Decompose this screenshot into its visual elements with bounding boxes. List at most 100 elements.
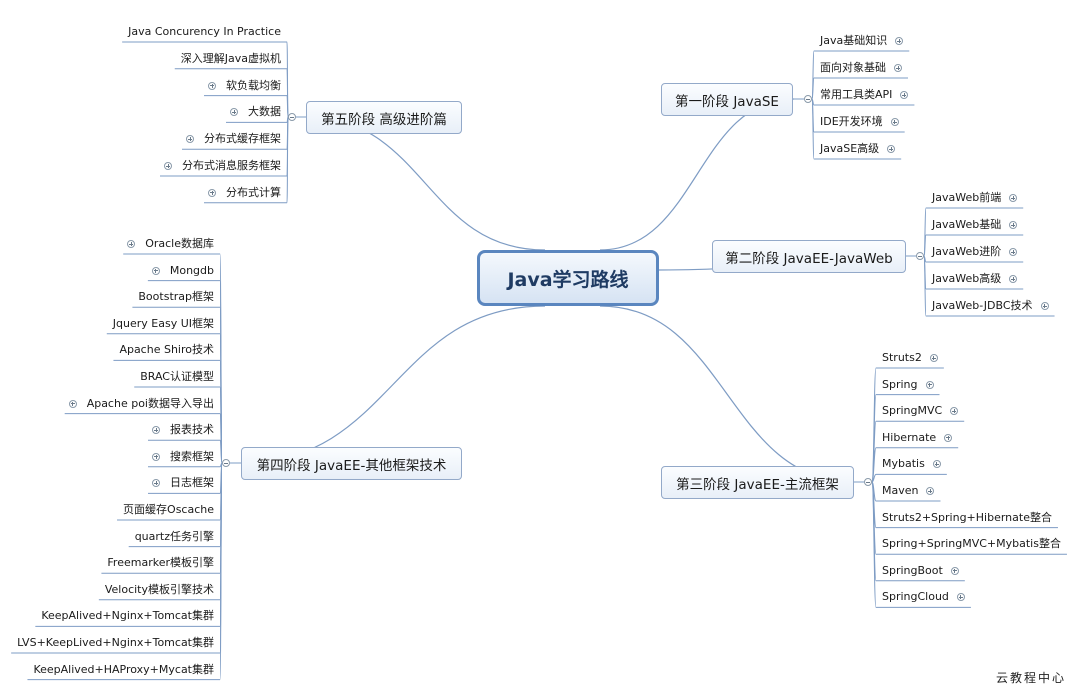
connector-line: [811, 98, 815, 160]
expand-icon[interactable]: [950, 407, 959, 416]
branch-item-label[interactable]: BRAC认证模型: [140, 370, 214, 383]
branch-item-label[interactable]: Struts2+Spring+Hibernate整合: [882, 510, 1052, 524]
branch-item-label[interactable]: JavaWeb前端: [932, 191, 1002, 204]
watermark: 云教程中心: [995, 671, 1066, 685]
expand-icon[interactable]: [152, 426, 160, 435]
expand-icon[interactable]: [1009, 194, 1018, 202]
expand-icon[interactable]: [1009, 248, 1018, 256]
expand-icon[interactable]: [186, 135, 194, 144]
expand-icon[interactable]: [1040, 302, 1049, 310]
expand-icon[interactable]: [1009, 221, 1018, 229]
collapse-toggle-icon[interactable]: [804, 95, 812, 103]
branch-item-label[interactable]: Spring+SpringMVC+Mybatis整合: [882, 537, 1061, 551]
branch-item-label[interactable]: 软负载均衡: [226, 78, 281, 92]
expand-icon[interactable]: [152, 452, 160, 461]
connector-line: [240, 305, 546, 464]
expand-icon[interactable]: [208, 188, 216, 197]
branch-item-label[interactable]: KeepAlived+HAProxy+Mycat集群: [33, 662, 214, 676]
connector-line: [871, 447, 877, 483]
branch-item-label[interactable]: Apache poi数据导入导出: [86, 396, 214, 410]
branch-item-label[interactable]: Oracle数据库: [145, 237, 214, 250]
branch-item-label[interactable]: IDE开发环境: [820, 115, 883, 128]
expand-icon[interactable]: [887, 145, 896, 153]
collapse-toggle-icon[interactable]: [864, 478, 872, 486]
branch-item-label[interactable]: Bootstrap框架: [138, 290, 214, 304]
branch-item-label[interactable]: Spring: [882, 377, 918, 391]
expand-icon[interactable]: [68, 399, 77, 408]
branch-item-label[interactable]: Java Concurency In Practice: [128, 25, 281, 38]
expand-icon[interactable]: [950, 566, 959, 575]
stage-2-topic[interactable]: 第二阶段 JavaEE-JavaWeb: [712, 240, 906, 273]
branch-item-label[interactable]: 搜索框架: [170, 449, 214, 463]
branch-item-label[interactable]: 报表技术: [170, 423, 214, 437]
expand-icon[interactable]: [127, 240, 136, 248]
collapse-toggle-icon[interactable]: [288, 113, 296, 121]
branch-item-label[interactable]: SpringMVC: [882, 404, 943, 418]
branch-item-label[interactable]: JavaSE高级: [820, 142, 880, 155]
branch-item-label[interactable]: SpringCloud: [882, 590, 949, 604]
stage-1-topic[interactable]: 第一阶段 JavaSE: [661, 83, 793, 116]
connector-line: [923, 255, 927, 317]
stage-3-label: 第三阶段 JavaEE-主流框架: [676, 476, 839, 493]
expand-icon[interactable]: [164, 162, 172, 170]
expand-icon[interactable]: [929, 354, 938, 362]
branch-item-label[interactable]: 页面缓存Oscache: [123, 503, 214, 516]
connector-line: [286, 116, 289, 204]
branch-item-label[interactable]: 分布式缓存框架: [204, 132, 281, 146]
stage-3-topic[interactable]: 第三阶段 JavaEE-主流框架: [661, 466, 854, 499]
stage-5-topic[interactable]: 第五阶段 高级进阶篇: [306, 101, 462, 134]
branch-item-label[interactable]: Struts2: [882, 351, 922, 364]
branch-item-label[interactable]: LVS+KeepLived+Nginx+Tomcat集群: [17, 636, 214, 649]
branch-item-label[interactable]: JavaWeb-JDBC技术: [932, 299, 1033, 312]
expand-icon[interactable]: [956, 593, 965, 602]
branch-item-label[interactable]: 日志框架: [170, 476, 214, 490]
expand-icon[interactable]: [1009, 275, 1018, 283]
stage-4-topic[interactable]: 第四阶段 JavaEE-其他框架技术: [241, 447, 462, 480]
expand-icon[interactable]: [944, 433, 953, 442]
connector-line: [219, 439, 223, 464]
branch-item-label[interactable]: 大数据: [248, 105, 281, 119]
expand-icon[interactable]: [890, 118, 899, 126]
branch-item-label[interactable]: JavaWeb高级: [932, 272, 1002, 285]
branch-item-label[interactable]: 常用工具类API: [820, 88, 893, 101]
stage-2-label: 第二阶段 JavaEE-JavaWeb: [725, 250, 893, 267]
expand-icon[interactable]: [932, 460, 941, 469]
expand-icon[interactable]: [894, 64, 902, 72]
connector-line: [599, 305, 855, 483]
root-topic[interactable]: Java学习路线: [477, 250, 659, 306]
connector-line: [871, 481, 877, 608]
collapse-toggle-icon[interactable]: [222, 459, 230, 467]
branch-item-label[interactable]: JavaWeb基础: [932, 218, 1002, 231]
expand-icon[interactable]: [895, 37, 904, 45]
branch-item-label[interactable]: Mongdb: [169, 263, 214, 277]
expand-icon[interactable]: [925, 380, 934, 389]
expand-icon[interactable]: [900, 91, 909, 99]
branch-item-label[interactable]: 分布式消息服务框架: [182, 159, 281, 172]
expand-icon[interactable]: [926, 487, 935, 495]
connector-line: [599, 98, 795, 251]
stage-4-label: 第四阶段 JavaEE-其他框架技术: [256, 457, 447, 474]
collapse-toggle-icon[interactable]: [916, 252, 924, 260]
branch-item-label[interactable]: KeepAlived+Nginx+Tomcat集群: [41, 609, 214, 623]
branch-item-label[interactable]: 分布式计算: [226, 185, 281, 199]
branch-item-label[interactable]: Mybatis: [882, 457, 925, 471]
branch-item-label[interactable]: SpringBoot: [882, 563, 943, 577]
branch-item-label[interactable]: 深入理解Java虚拟机: [180, 51, 281, 65]
expand-icon[interactable]: [152, 479, 160, 488]
connector-line: [305, 116, 546, 251]
branch-item-label[interactable]: 面向对象基础: [820, 61, 886, 74]
branch-item-label[interactable]: Jquery Easy UI框架: [112, 316, 214, 330]
branch-item-label[interactable]: Maven: [882, 484, 919, 497]
branch-item-label[interactable]: Velocity模板引擎技术: [104, 582, 214, 596]
branch-item-label[interactable]: Freemarker模板引擎: [107, 556, 214, 570]
branch-item-label[interactable]: JavaWeb进阶: [932, 245, 1002, 258]
branch-item-label[interactable]: Java基础知识: [820, 34, 888, 47]
connector-line: [923, 234, 927, 257]
stage-1-label: 第一阶段 JavaSE: [675, 93, 779, 110]
branch-item-label[interactable]: quartz任务引擎: [134, 529, 214, 543]
expand-icon[interactable]: [151, 266, 160, 275]
expand-icon[interactable]: [230, 108, 238, 117]
branch-item-label[interactable]: Hibernate: [882, 430, 937, 444]
branch-item-label[interactable]: Apache Shiro技术: [119, 343, 214, 357]
expand-icon[interactable]: [208, 81, 216, 90]
